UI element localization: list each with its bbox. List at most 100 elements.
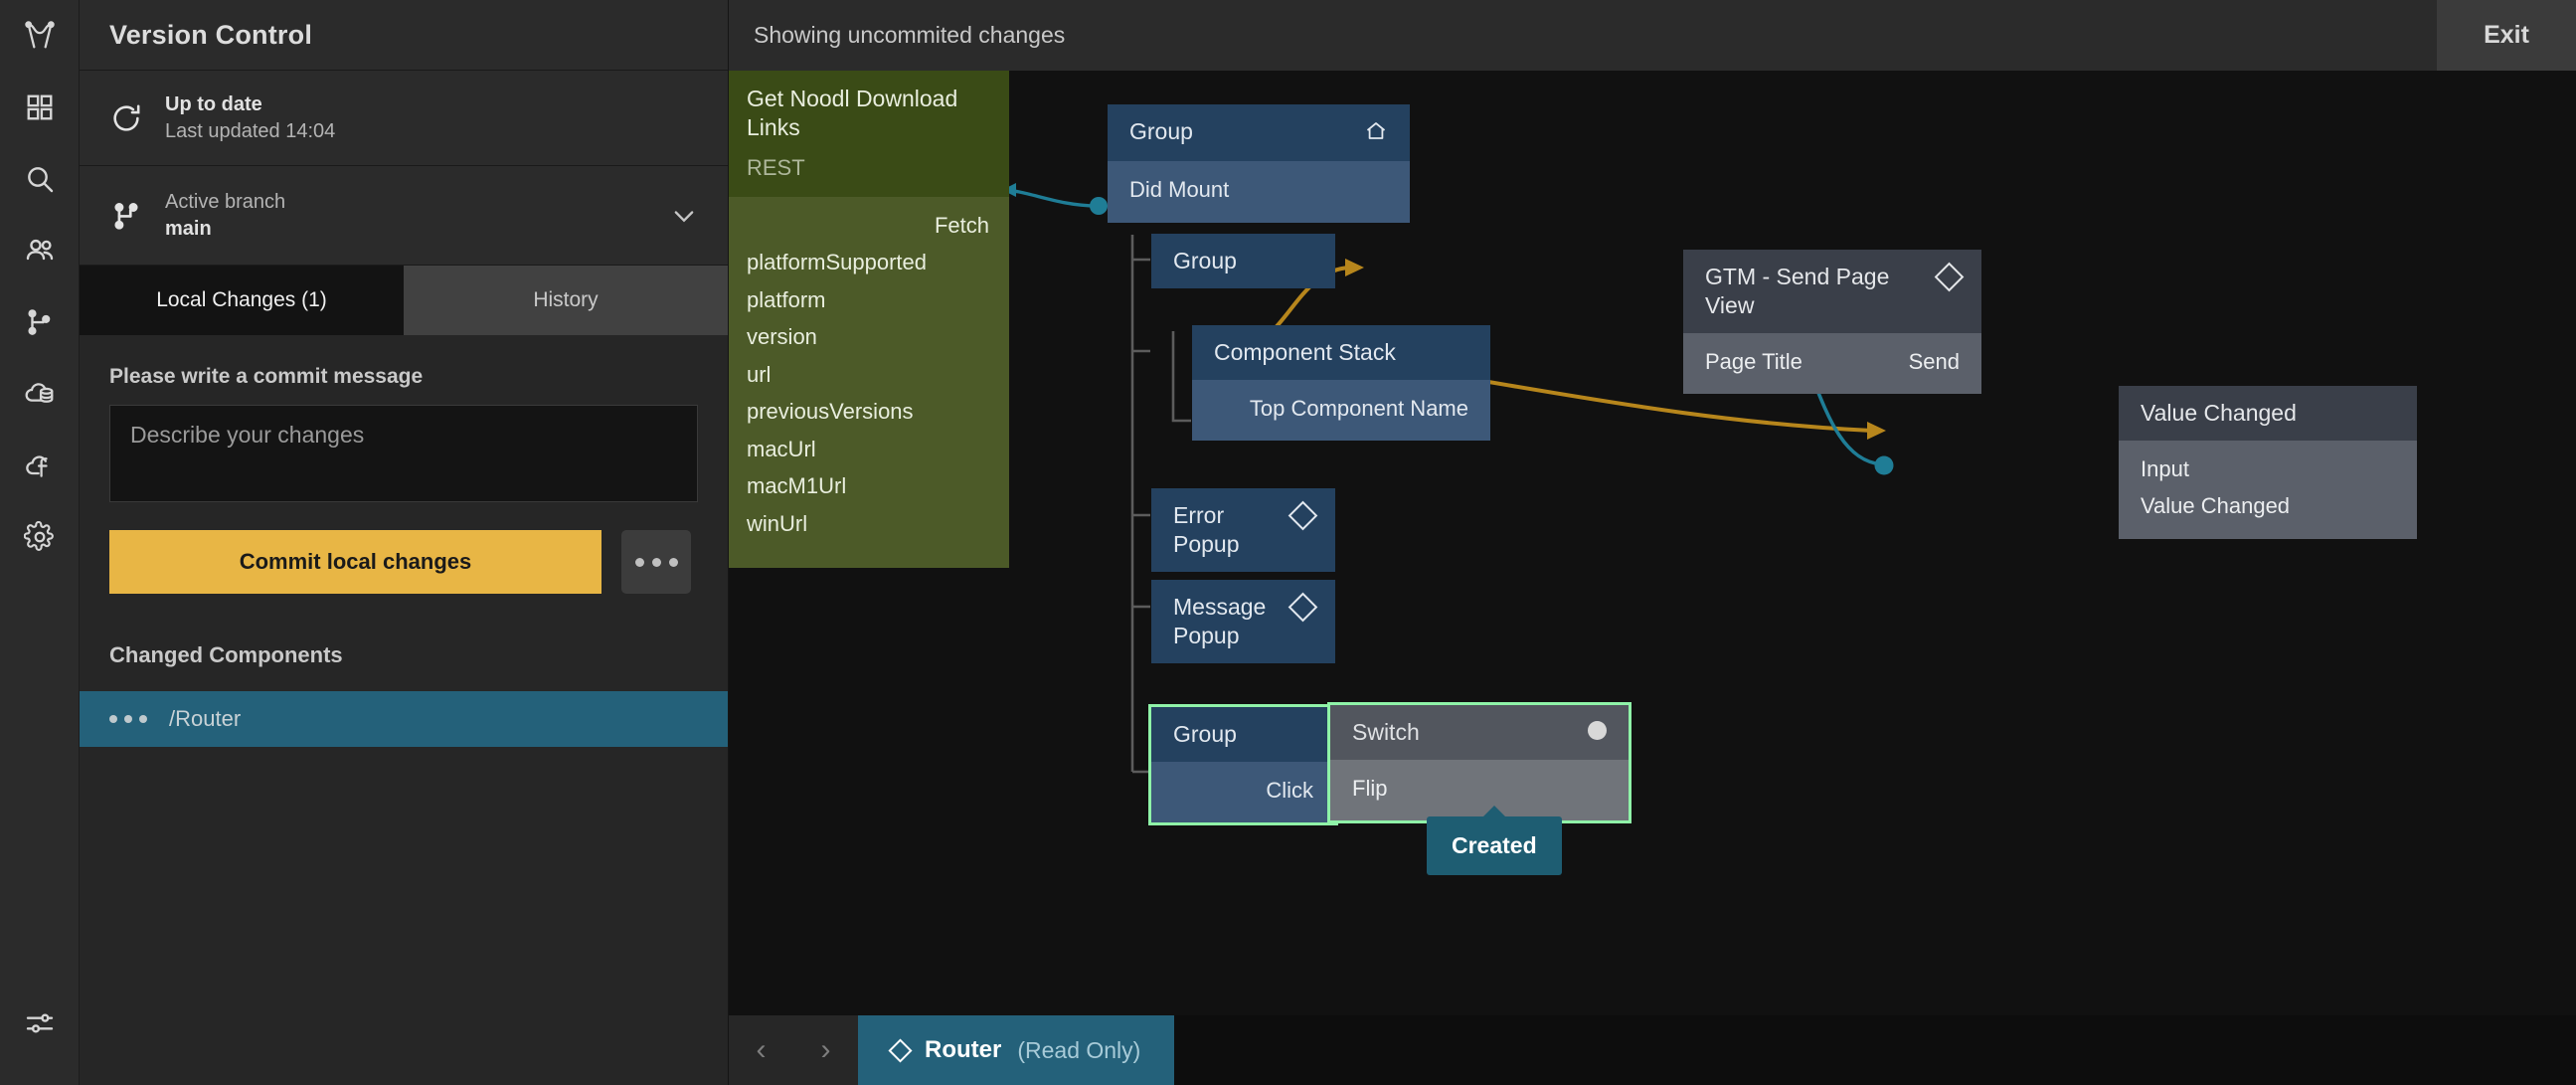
edge-endpoint — [1090, 197, 1108, 215]
navigation-arrows: ‹ › — [729, 1015, 858, 1085]
node-graph-canvas[interactable]: Get Noodl Download Links REST Fetch plat… — [729, 71, 2576, 1085]
changed-components-title: Changed Components — [109, 642, 343, 667]
port-page-title-and-send[interactable]: Page Title Send — [1683, 343, 1981, 381]
sync-status-title: Up to date — [165, 93, 262, 116]
port-macurl[interactable]: macUrl — [747, 436, 816, 461]
version-control-panel: Version Control Up to date Last updated … — [80, 0, 729, 1085]
version-control-icon[interactable] — [0, 286, 80, 358]
created-tooltip: Created — [1427, 806, 1562, 875]
noodl-logo-icon[interactable] — [0, 0, 80, 72]
port-did-mount[interactable]: Did Mount — [1129, 177, 1230, 202]
node-ports: Page Title Send — [1683, 332, 1981, 394]
commit-local-changes-button[interactable]: Commit local changes — [109, 530, 601, 594]
dot-icon — [651, 557, 661, 567]
diamond-icon — [1288, 500, 1318, 531]
active-branch-row[interactable]: Active branch main — [80, 166, 728, 266]
node-header: Group — [1108, 104, 1410, 161]
top-status-bar: Showing uncommited changes Exit — [729, 0, 2576, 71]
port-page-title: Page Title — [1705, 348, 1803, 374]
node-header: Value Changed — [2119, 386, 2417, 441]
commit-more-options-button[interactable] — [621, 530, 691, 594]
node-error-popup[interactable]: Error Popup — [1151, 488, 1335, 572]
tree-connectors — [1130, 235, 1191, 774]
port-platform[interactable]: platform — [747, 286, 826, 312]
node-title: Message Popup — [1173, 594, 1267, 648]
changed-component-row[interactable]: /Router — [80, 691, 728, 747]
node-ports: Fetch platformSupported platform version… — [729, 196, 1009, 568]
port-send: Send — [1908, 348, 1960, 374]
row-more-options-icon[interactable] — [109, 715, 147, 723]
port-version[interactable]: version — [747, 324, 817, 349]
port-input[interactable]: Input — [2141, 455, 2189, 481]
tab-history[interactable]: History — [404, 266, 728, 335]
node-message-popup[interactable]: Message Popup — [1151, 580, 1335, 663]
node-header: Group — [1151, 234, 1335, 288]
port-value-changed[interactable]: Value Changed — [2141, 493, 2291, 519]
panel-title: Version Control — [109, 19, 313, 50]
commit-message-label: Please write a commit message — [109, 365, 424, 388]
node-ports: Flip — [1330, 759, 1629, 821]
dot-icon — [139, 715, 147, 723]
settings-gear-icon[interactable] — [0, 501, 80, 573]
node-gtm-send-page-view[interactable]: GTM - Send Page View Page Title Send — [1683, 250, 1981, 394]
search-icon[interactable] — [0, 143, 80, 215]
node-title: Switch — [1352, 719, 1420, 745]
port-url[interactable]: url — [747, 361, 772, 387]
edge-arrow — [1345, 259, 1364, 276]
router-tab-state: (Read Only) — [1017, 1036, 1141, 1063]
node-group-child[interactable]: Group — [1151, 234, 1335, 288]
commit-actions: Commit local changes — [109, 530, 698, 594]
node-title: Group — [1173, 721, 1237, 747]
port-winurl[interactable]: winUrl — [747, 510, 808, 536]
port-top-component-name[interactable]: Top Component Name — [1249, 395, 1468, 421]
node-group-click[interactable]: Group Click — [1148, 703, 1338, 826]
chevron-down-icon[interactable] — [658, 202, 698, 230]
collaborators-icon[interactable] — [0, 215, 80, 286]
forward-arrow-icon[interactable]: › — [820, 1033, 831, 1066]
node-ports: Top Component Name — [1192, 379, 1490, 442]
node-title: Get Noodl Download Links — [747, 86, 958, 140]
node-get-noodl-download-links[interactable]: Get Noodl Download Links REST Fetch plat… — [729, 71, 1009, 568]
changed-components-list: /Router — [80, 691, 728, 747]
node-switch[interactable]: Switch Flip — [1327, 701, 1631, 824]
node-ports: Input Value Changed — [2119, 440, 2417, 539]
node-value-changed[interactable]: Value Changed Input Value Changed — [2119, 386, 2417, 539]
port-click[interactable]: Click — [1266, 777, 1313, 803]
cloud-functions-icon[interactable] — [0, 430, 80, 501]
node-title: GTM - Send Page View — [1705, 264, 1890, 318]
sliders-icon[interactable] — [0, 988, 80, 1059]
port-macm1url[interactable]: macM1Url — [747, 473, 847, 498]
node-title: Value Changed — [2141, 400, 2297, 426]
node-title: Group — [1173, 248, 1237, 273]
local-changes-body: Please write a commit message Commit loc… — [80, 335, 728, 1085]
tab-local-changes[interactable]: Local Changes (1) — [80, 266, 404, 335]
changed-component-name: /Router — [169, 706, 242, 731]
edge-arrow — [1002, 183, 1016, 197]
tab-router[interactable]: Router (Read Only) — [858, 1015, 1175, 1085]
version-control-header: Version Control — [80, 0, 728, 71]
back-arrow-icon[interactable]: ‹ — [756, 1033, 767, 1066]
port-previousversions[interactable]: previousVersions — [747, 399, 914, 424]
icon-rail — [0, 0, 80, 1085]
commit-message-input[interactable] — [109, 405, 698, 502]
node-title: Error Popup — [1173, 502, 1240, 557]
exit-button[interactable]: Exit — [2437, 0, 2576, 71]
refresh-icon — [109, 101, 165, 135]
port-fetch[interactable]: Fetch — [934, 212, 989, 238]
bottom-tab-bar: ‹ › Router (Read Only) — [729, 1015, 2576, 1085]
node-group-root[interactable]: Group Did Mount — [1108, 104, 1410, 223]
active-branch-value: main — [165, 217, 212, 240]
version-control-tabs: Local Changes (1) History — [80, 266, 728, 335]
node-title: Group — [1129, 118, 1193, 144]
node-ports: Click — [1151, 761, 1335, 823]
node-component-stack[interactable]: Component Stack Top Component Name — [1192, 325, 1490, 442]
edge-didmount-fetch — [1001, 188, 1098, 208]
components-grid-icon[interactable] — [0, 72, 80, 143]
port-platformsupported[interactable]: platformSupported — [747, 250, 927, 274]
sync-status-row[interactable]: Up to date Last updated 14:04 — [80, 71, 728, 166]
cloud-data-icon[interactable] — [0, 358, 80, 430]
edge-endpoint — [1874, 455, 1894, 475]
dot-icon — [124, 715, 132, 723]
port-flip[interactable]: Flip — [1352, 775, 1388, 801]
dot-icon — [668, 557, 678, 567]
